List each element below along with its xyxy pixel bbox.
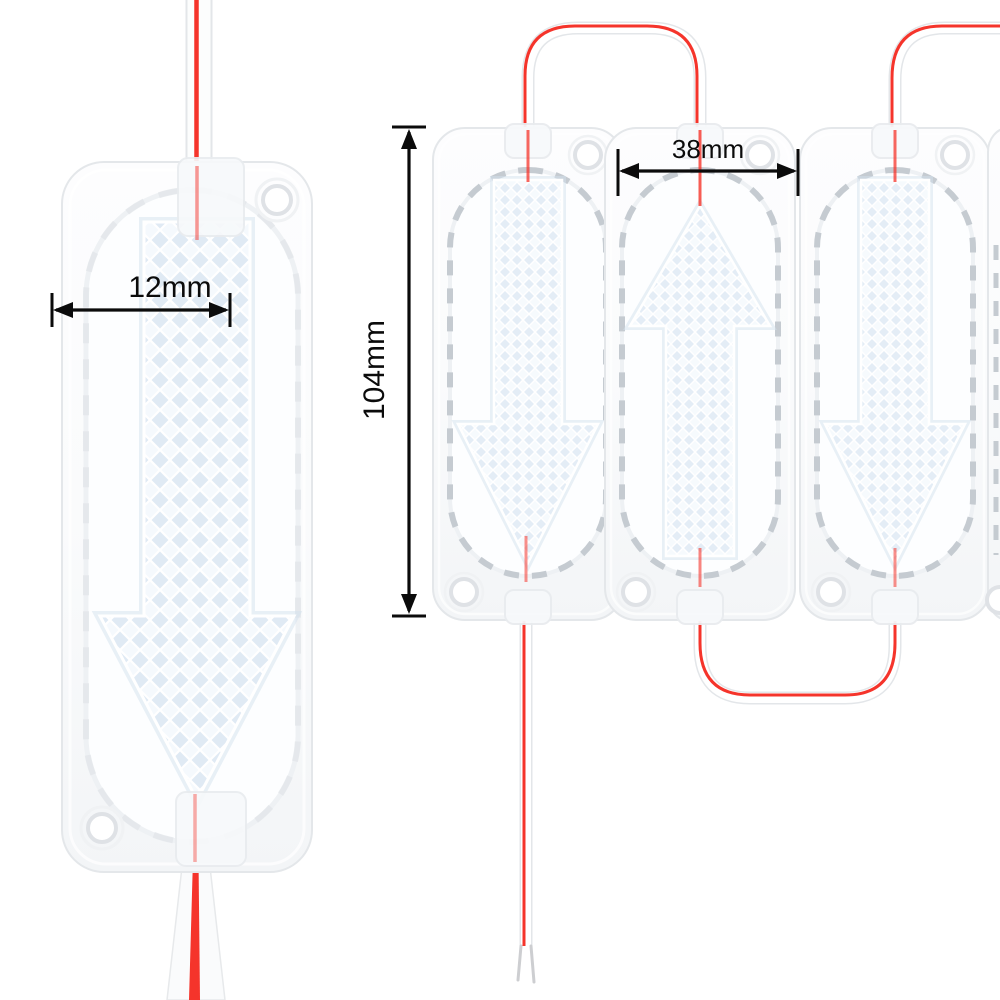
- strip-wire-loop-top-left: [521, 21, 707, 190]
- wire-clamp-bottom: [175, 791, 247, 867]
- wire-clamp-top: [177, 157, 245, 237]
- screw-hole-ring: [79, 805, 125, 851]
- dimension-38mm: 38mm: [616, 134, 800, 196]
- bare-wire-tip: [516, 944, 523, 982]
- screw-hole-partial: [985, 585, 1000, 615]
- dimension-104mm: 104mm: [358, 125, 426, 618]
- dimension-arrowhead-left: [53, 302, 73, 318]
- screw-hole-bottom-left: [86, 812, 118, 844]
- dimension-label-38mm: 38mm: [672, 134, 744, 164]
- dimension-label-12mm: 12mm: [128, 271, 211, 304]
- strip-wire-loop-bottom: [693, 582, 902, 705]
- dimension-arrowhead-left: [619, 163, 639, 179]
- wire-red-stripe: [890, 24, 1000, 188]
- screw-hole-ring: [254, 177, 300, 223]
- dimension-arrowhead-right: [209, 302, 229, 318]
- led-module-closeup: [61, 157, 313, 873]
- wire-red-stripe: [523, 24, 699, 188]
- dimension-12mm: 12mm: [50, 271, 232, 327]
- closeup-wire-top: [185, 0, 213, 176]
- strip-lead-wire: [516, 580, 536, 984]
- wire-red-stripe: [189, 858, 200, 1000]
- strip-module-1-arrow-down: [433, 124, 623, 624]
- module-strip: [433, 124, 1000, 624]
- arrow-down-lens: [97, 220, 297, 804]
- dimension-label-104mm: 104mm: [358, 320, 391, 420]
- wire-tube: [890, 23, 1000, 190]
- strip-wire-loop-top-right: [888, 21, 1000, 190]
- wire-red-stripe: [698, 582, 897, 697]
- dimension-arrowhead-right: [777, 163, 797, 179]
- dimension-arrowhead-bottom: [401, 594, 417, 614]
- strip-module-4-partial: [985, 128, 1000, 620]
- screw-hole-top-right: [261, 184, 293, 216]
- bare-wire-tip: [529, 944, 536, 984]
- module-body: [987, 128, 1000, 620]
- wire-tube: [523, 23, 705, 190]
- dimension-arrowhead-top: [401, 129, 417, 149]
